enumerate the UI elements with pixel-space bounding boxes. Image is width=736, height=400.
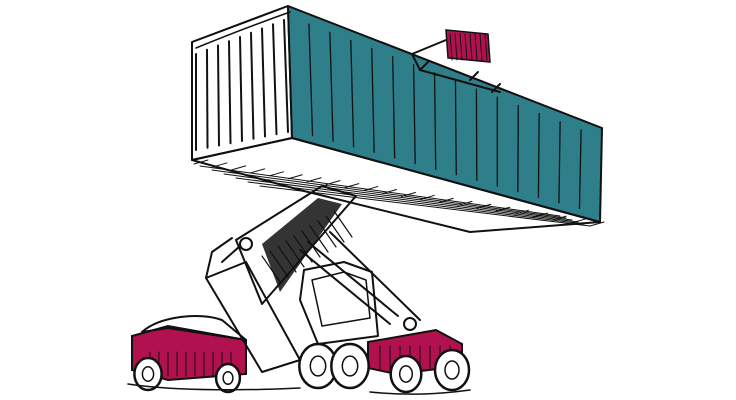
boom-hatch bbox=[309, 225, 329, 253]
underside-stripe bbox=[235, 177, 579, 223]
operator-cab bbox=[299, 261, 379, 345]
wheel-icon bbox=[433, 348, 471, 392]
underside-hatch bbox=[212, 162, 228, 168]
underside-hatch bbox=[344, 183, 360, 189]
container-top-edge bbox=[191, 5, 291, 49]
boom-hatch bbox=[261, 255, 281, 283]
boom-pivot bbox=[205, 237, 241, 279]
end-rib bbox=[206, 48, 209, 149]
underside-hatch bbox=[363, 186, 379, 192]
side-rib bbox=[558, 121, 561, 204]
spreader-arm bbox=[411, 39, 501, 93]
underside-hatch bbox=[382, 189, 398, 195]
spreader-hatch bbox=[449, 33, 453, 61]
underside-hatch bbox=[231, 165, 247, 171]
spreader-hatch bbox=[474, 33, 478, 61]
underside-hatch bbox=[457, 200, 473, 206]
boom-hatch bbox=[269, 250, 289, 278]
underside-hatch bbox=[250, 168, 266, 174]
end-rib bbox=[217, 44, 220, 147]
boom-hatch bbox=[325, 215, 345, 243]
end-rib bbox=[283, 19, 289, 133]
wheel-icon bbox=[214, 362, 242, 394]
underside-hatch bbox=[268, 171, 284, 177]
boom-hatch bbox=[333, 210, 353, 238]
underside-stripe bbox=[259, 185, 591, 227]
spreader-hatch bbox=[484, 33, 488, 61]
side-rib bbox=[371, 47, 375, 154]
side-rib bbox=[537, 112, 540, 198]
side-rib bbox=[392, 56, 396, 159]
wheel-icon bbox=[330, 342, 370, 390]
spreader-hatching bbox=[449, 33, 488, 61]
engine-hood bbox=[141, 315, 247, 341]
container-side-ribs bbox=[308, 23, 582, 210]
underside-hatch bbox=[193, 159, 209, 165]
side-rib bbox=[412, 64, 416, 165]
container-end-ribs bbox=[195, 19, 289, 151]
container-underside-hatching bbox=[193, 159, 605, 227]
spreader-hatch bbox=[454, 33, 458, 61]
ground-line bbox=[127, 383, 471, 395]
underside-hatch bbox=[589, 221, 605, 227]
spreader-hatch bbox=[459, 33, 463, 61]
pivot-pin-icon bbox=[239, 237, 253, 251]
spreader-head bbox=[445, 29, 491, 63]
cab-window bbox=[311, 271, 371, 327]
spreader-icon bbox=[411, 29, 501, 93]
end-rib bbox=[272, 23, 278, 136]
boom-hatch bbox=[317, 220, 337, 248]
side-rib bbox=[308, 23, 314, 137]
boom-hatch bbox=[277, 245, 297, 273]
end-rib bbox=[261, 27, 266, 138]
end-rib bbox=[228, 40, 232, 145]
container-underside bbox=[191, 137, 601, 233]
wheel-set bbox=[133, 342, 471, 394]
boom-hatch bbox=[285, 240, 305, 268]
underside-stripe bbox=[199, 165, 561, 217]
spreader-hatch bbox=[479, 33, 483, 61]
shipping-container-icon bbox=[191, 5, 605, 233]
side-rib bbox=[454, 80, 457, 176]
side-rib bbox=[329, 31, 334, 142]
cylinder-pin-icon bbox=[403, 317, 417, 331]
end-rib bbox=[239, 36, 243, 142]
wheel-icon bbox=[389, 354, 423, 394]
side-rib bbox=[350, 39, 355, 148]
boom-arm bbox=[235, 185, 421, 325]
boom-body bbox=[235, 185, 357, 305]
spreader-hatch bbox=[469, 33, 473, 61]
underside-stripe bbox=[211, 169, 567, 219]
underside-stripe bbox=[247, 181, 585, 225]
wheel-icon bbox=[133, 356, 163, 392]
underside-stripe bbox=[223, 173, 573, 221]
end-rib bbox=[250, 31, 255, 140]
side-rib bbox=[433, 72, 437, 170]
spreader-hatch bbox=[464, 33, 468, 61]
side-rib bbox=[578, 129, 582, 210]
